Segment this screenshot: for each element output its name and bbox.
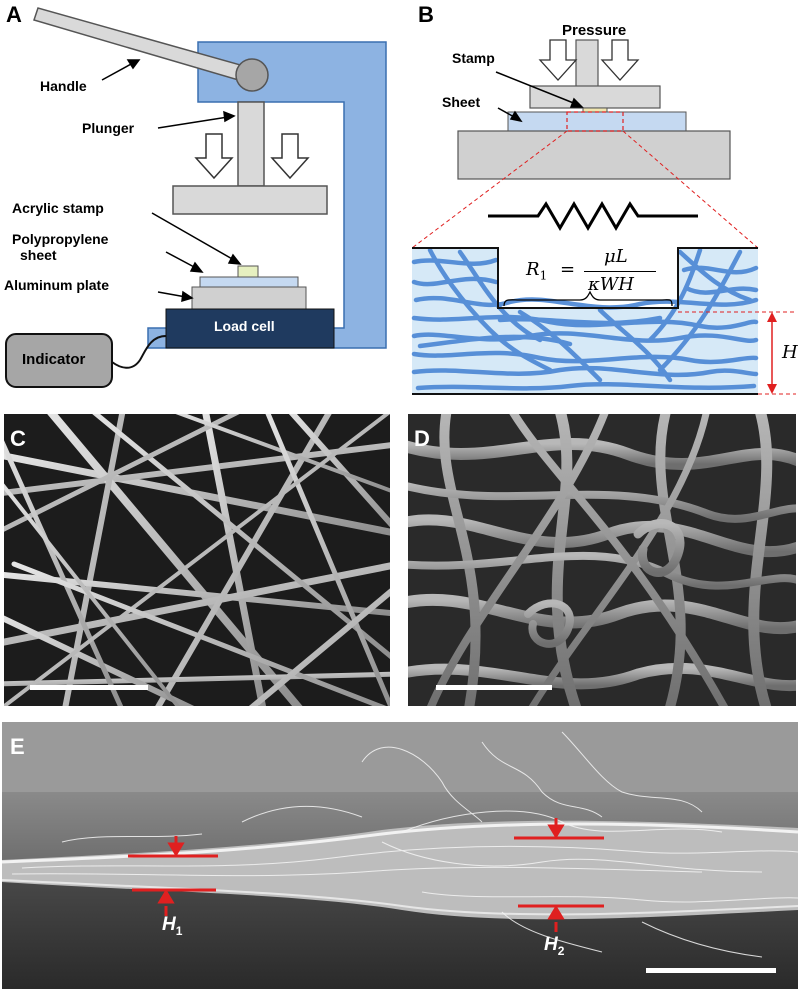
- sheet-layer: [507, 111, 687, 132]
- panel-letter-b: B: [418, 2, 434, 27]
- equation-numerator: μL: [604, 246, 628, 267]
- equation-denominator: κWH: [588, 274, 635, 295]
- sem-image-d: [408, 414, 796, 706]
- polypropylene-label-line2: sheet: [20, 247, 57, 263]
- pressure-label: Pressure: [562, 22, 627, 39]
- equation-lhs: R1: [526, 259, 548, 283]
- panel-letter-a: A: [6, 2, 22, 27]
- equation-equals: =: [560, 259, 576, 280]
- fiber-strands: [411, 247, 759, 391]
- polypropylene-sheet: [199, 276, 299, 288]
- panel-letter-e: E: [10, 734, 25, 759]
- down-arrow-left: [194, 133, 234, 180]
- pressure-arrow-left: [538, 39, 578, 81]
- plunger-head: [172, 185, 328, 215]
- plunger-shaft: [237, 101, 265, 187]
- indicator-box: [5, 333, 113, 388]
- indicator-cable: [111, 335, 167, 369]
- sem-cross-section-e: [2, 722, 798, 989]
- scale-bar-e: [646, 968, 776, 973]
- panel-letter-c: C: [10, 426, 26, 451]
- stamp-head: [529, 85, 661, 109]
- equation-fraction-bar: [584, 271, 656, 272]
- scale-bar-c: [30, 685, 148, 690]
- acrylic-stamp-label: Acrylic stamp: [12, 200, 104, 216]
- sem-image-e: [2, 722, 798, 989]
- pressure-arrow-right: [600, 39, 640, 81]
- sheet-label: Sheet: [442, 94, 481, 110]
- handle-label: Handle: [40, 78, 87, 94]
- resistor-symbol: [488, 201, 698, 231]
- load-cell-block: [165, 308, 335, 349]
- acrylic-stamp: [237, 265, 259, 278]
- stamp-label: Stamp: [452, 50, 495, 66]
- h1-label: H1: [162, 914, 183, 938]
- handle-pivot: [235, 58, 269, 92]
- stamp-shaft: [575, 39, 599, 89]
- length-brace: [503, 290, 673, 307]
- sem-fibers-d: [408, 414, 796, 706]
- height-label: H: [782, 342, 798, 363]
- resistance-equation: R1 = μL κWH: [526, 246, 662, 296]
- down-arrow-right: [270, 133, 310, 180]
- sem-fibers-c: [4, 414, 390, 706]
- base-plate: [457, 130, 731, 180]
- aluminum-plate: [191, 286, 307, 310]
- sem-image-c: [4, 414, 390, 706]
- press-diagram: [5, 7, 387, 388]
- aluminum-plate-label: Aluminum plate: [4, 277, 110, 293]
- scale-bar-d: [436, 685, 552, 690]
- plunger-label: Plunger: [82, 120, 135, 136]
- panel-letter-d: D: [414, 426, 430, 451]
- h2-label: H2: [544, 934, 565, 958]
- load-cell-label: Load cell: [214, 318, 275, 334]
- polypropylene-label-line1: Polypropylene: [12, 231, 109, 247]
- indicator-label: Indicator: [22, 351, 86, 368]
- stamp-schematic: [411, 39, 796, 395]
- zoom-box: [566, 111, 624, 132]
